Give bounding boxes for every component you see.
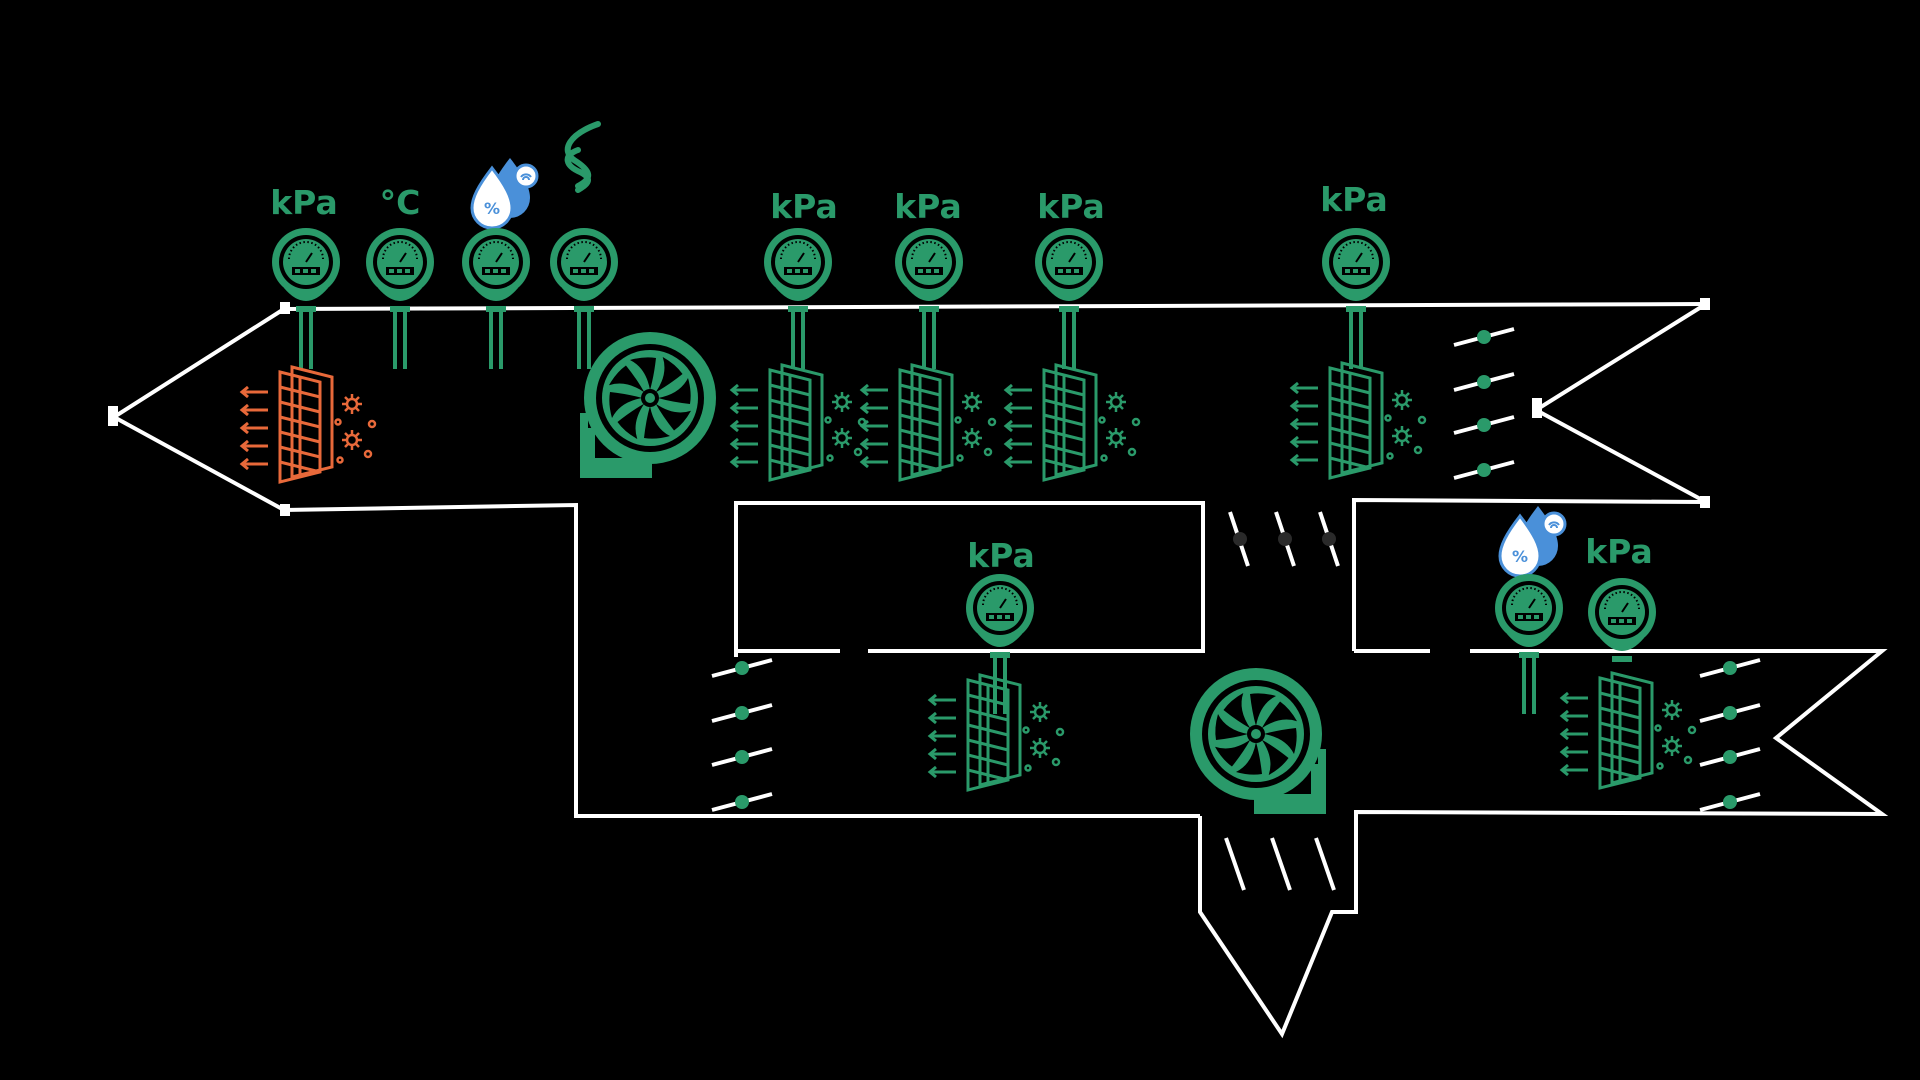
filter-coil-icon [730,363,867,482]
humidity-gauge-icon [1494,573,1564,659]
ductwork [110,302,1889,1039]
mixing-damper[interactable] [1228,511,1340,567]
pressure-gauge-icon [965,573,1035,659]
smoke-icon [564,121,601,193]
return-inlet-damper[interactable] [710,658,774,812]
sensor-label: kPa [967,536,1035,575]
humidity-drop-icon [1498,504,1567,578]
return-box [734,501,1205,657]
filter-3[interactable] [1004,363,1141,482]
filter-coil-icon [1004,363,1141,482]
sensor-pressure-3[interactable]: kPa [894,187,964,371]
pressure-gauge-icon [271,227,341,313]
sensor-temperature[interactable]: °C [365,183,435,371]
sensor-label: kPa [270,183,338,222]
temperature-gauge-icon [365,227,435,313]
preheat-coil[interactable] [240,365,377,484]
smoke-gauge-icon [549,227,619,313]
sensor-smoke[interactable] [549,121,619,371]
filter-coil-icon [1290,361,1427,480]
exhaust-damper[interactable] [1698,658,1762,812]
humidity-gauge-icon [461,227,531,313]
main-duct-lower-wall [283,502,1200,818]
sensor-pressure-1[interactable]: kPa [270,183,341,371]
supply-outlet-damper[interactable] [1452,327,1516,480]
filter-coil-icon [1560,671,1697,790]
sensor-label: kPa [1037,187,1105,226]
return-fan[interactable] [1190,668,1326,814]
filter-1[interactable] [730,363,867,482]
humidity-drop-icon [470,156,539,230]
fan-icon [580,332,716,478]
filter-coil-icon [860,363,997,482]
sensor-pressure-2[interactable]: kPa [763,187,838,371]
sensor-pressure-4[interactable]: kPa [1034,187,1105,371]
supply-fan[interactable] [580,332,716,478]
sensor-humidity-1[interactable] [461,156,539,371]
filter-2[interactable] [860,363,997,482]
pressure-gauge-icon [1034,227,1104,313]
filter-4[interactable] [1290,361,1427,480]
main-duct-top-wall [283,302,1707,311]
fan-icon [1190,668,1326,814]
pressure-gauge-icon [1321,227,1391,313]
sensor-label: kPa [1585,532,1653,571]
sensor-humidity-2[interactable] [1494,504,1567,716]
sensor-label: kPa [894,187,962,226]
sensor-pressure-6[interactable]: kPa [965,536,1035,716]
sensor-label: kPa [770,187,838,226]
pressure-gauge-icon [894,227,964,313]
duct-joints [108,298,1710,516]
sensor-pressure-5[interactable]: kPa [1320,180,1391,371]
return-inlet-duct [1198,649,1889,1039]
heating-coil-icon [240,365,377,484]
sensor-label: kPa [1320,180,1388,219]
bypass-damper[interactable] [1224,837,1336,891]
exhaust-filter[interactable] [1560,671,1697,790]
sensor-label: °C [380,183,421,222]
pressure-gauge-icon [763,227,833,313]
sensor-pressure-7[interactable]: kPa [1585,532,1657,663]
